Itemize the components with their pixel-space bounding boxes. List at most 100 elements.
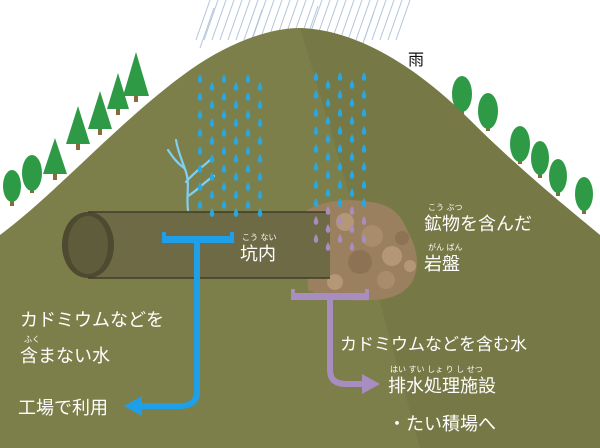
raindrop-icon	[313, 162, 319, 171]
raindrop-icon	[221, 128, 227, 137]
raindrop-icon	[349, 242, 355, 251]
clean-water-label-line1: カドミウムなどを	[20, 310, 164, 331]
raindrop-icon	[257, 136, 263, 145]
tree-icon	[88, 91, 112, 135]
raindrop-icon	[245, 92, 251, 101]
raindrop-icon	[337, 72, 343, 81]
trees-right	[452, 76, 593, 214]
raindrop-icon	[325, 98, 331, 107]
raindrop-icon	[361, 216, 367, 225]
rain-label: 雨	[408, 50, 425, 69]
tree-icon	[510, 126, 530, 164]
raindrop-icon	[349, 188, 355, 197]
raindrop-icon	[197, 164, 203, 173]
raindrop-icon	[209, 82, 215, 91]
raindrop-icon	[325, 170, 331, 179]
raindrop-icon	[197, 200, 203, 209]
raindrop-icon	[257, 190, 263, 199]
raindrop-icon	[197, 182, 203, 191]
treatment-label-line1: 排水処理施設	[388, 376, 496, 397]
raindrop-icon	[313, 216, 319, 225]
raindrop-icon	[349, 116, 355, 125]
tree-icon	[43, 138, 67, 180]
raindrop-icon	[221, 92, 227, 101]
raindrop-icon	[257, 100, 263, 109]
raindrop-icon	[221, 182, 227, 191]
ore-label-line1: 鉱物を含んだ	[424, 214, 532, 235]
raindrop-icon	[233, 82, 239, 91]
raindrop-icon	[257, 154, 263, 163]
raindrop-icon	[221, 200, 227, 209]
raindrop-icon	[197, 146, 203, 155]
clean-water-reading: ふく	[24, 335, 40, 344]
ore-line2-reading: がん ばん	[428, 243, 463, 252]
raindrop-icon	[325, 224, 331, 233]
raindrop-icon	[209, 118, 215, 127]
raindrop-icon	[257, 118, 263, 127]
treatment-reading: はい すい しょ り し せつ	[390, 365, 483, 374]
trees-left	[3, 52, 149, 206]
clean-flow-arrow	[124, 243, 200, 416]
raindrop-icon	[337, 234, 343, 243]
raindrop-icon	[233, 154, 239, 163]
raindrop-icon	[257, 172, 263, 181]
raindrop-icon	[325, 242, 331, 251]
raindrop-icon	[209, 136, 215, 145]
raindrop-icon	[197, 92, 203, 101]
raindrop-icon	[361, 144, 367, 153]
ore-reading: こう ぶつ	[428, 203, 463, 212]
raindrop-icon	[337, 198, 343, 207]
clean-water-label-line2: 含まない水	[20, 346, 110, 367]
raindrop-icon	[349, 224, 355, 233]
raindrop-icon	[233, 190, 239, 199]
raindrop-icon	[337, 216, 343, 225]
raindrop-icon	[257, 82, 263, 91]
raindrops-cd	[313, 72, 367, 251]
raindrop-icon	[361, 90, 367, 99]
raindrop-icon	[325, 206, 331, 215]
raindrop-icon	[209, 190, 215, 199]
raindrop-icon	[245, 74, 251, 83]
raindrop-icon	[245, 200, 251, 209]
clean-use-label: 工場で利用	[18, 398, 108, 419]
raindrop-icon	[361, 180, 367, 189]
raindrop-icon	[361, 234, 367, 243]
raindrop-icon	[197, 128, 203, 137]
raindrop-icon	[233, 208, 239, 217]
cd-water-label: カドミウムなどを含む水	[340, 335, 527, 355]
raindrop-icon	[361, 126, 367, 135]
tree-icon	[3, 170, 21, 206]
raindrop-icon	[313, 180, 319, 189]
mountain-shading	[300, 28, 600, 448]
raindrop-icon	[313, 234, 319, 243]
raindrop-icon	[337, 162, 343, 171]
ore-label-line2: 岩盤	[424, 254, 460, 275]
raindrop-icon	[245, 110, 251, 119]
treatment-label-line2: ・たい積場へ	[388, 414, 496, 435]
raindrop-icon	[325, 152, 331, 161]
raindrop-icon	[361, 108, 367, 117]
raindrop-icon	[313, 72, 319, 81]
tree-icon	[123, 52, 149, 102]
raindrop-icon	[197, 74, 203, 83]
raindrop-icon	[313, 126, 319, 135]
raindrop-icon	[233, 118, 239, 127]
raindrop-icon	[245, 182, 251, 191]
raindrop-icon	[209, 100, 215, 109]
raindrop-icon	[221, 164, 227, 173]
tree-icon	[22, 155, 42, 193]
raindrop-icon	[221, 110, 227, 119]
raindrop-icon	[245, 128, 251, 137]
cd-flow-arrow	[327, 300, 380, 394]
raindrop-icon	[349, 134, 355, 143]
raindrop-icon	[337, 90, 343, 99]
tree-icon	[452, 76, 472, 114]
raindrop-icon	[221, 74, 227, 83]
raindrop-icon	[349, 152, 355, 161]
raindrop-icon	[337, 144, 343, 153]
tree-icon	[549, 159, 567, 196]
raindrop-icon	[349, 206, 355, 215]
raindrop-icon	[233, 100, 239, 109]
